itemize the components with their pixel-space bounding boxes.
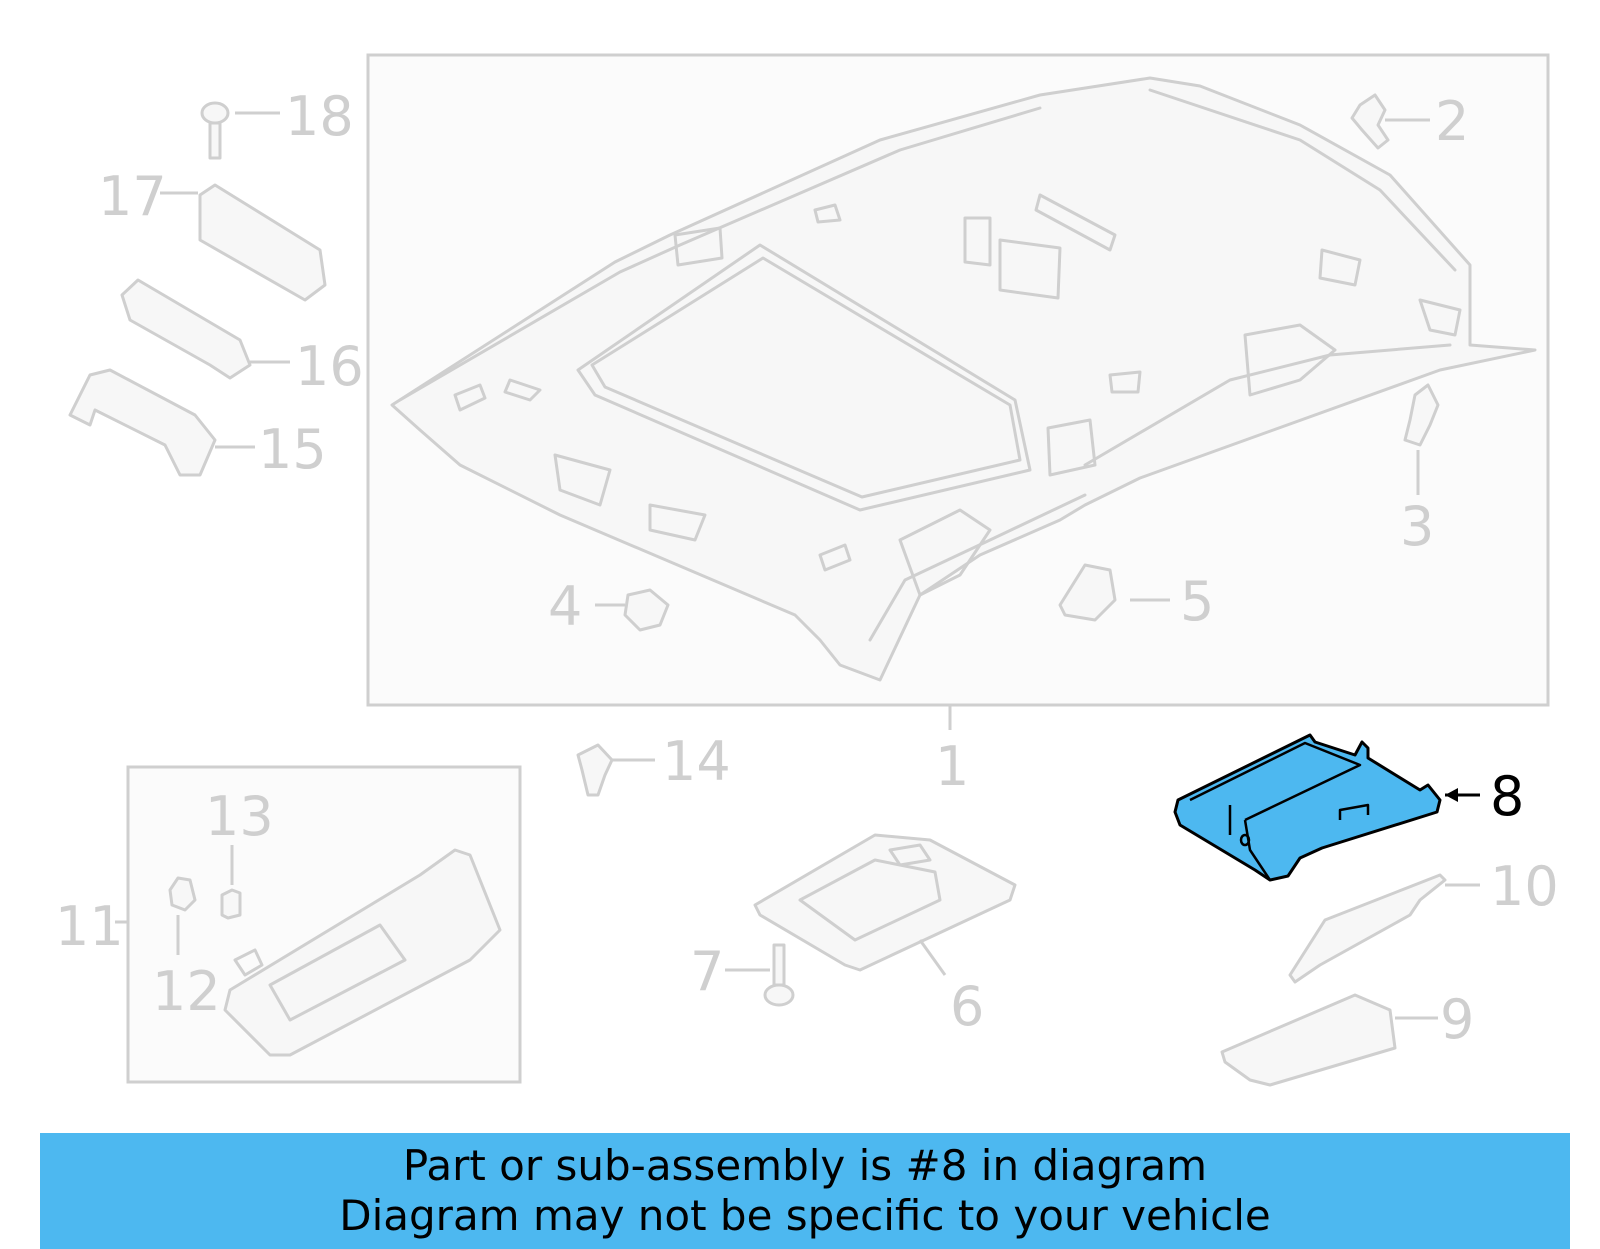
callout-7: 7 bbox=[690, 940, 724, 1003]
clip-part-3[interactable] bbox=[1403, 383, 1440, 447]
callout-14: 14 bbox=[662, 730, 731, 793]
retainer-part-16[interactable] bbox=[120, 278, 252, 380]
headliner-part[interactable] bbox=[390, 76, 1537, 682]
sun-visor-part[interactable] bbox=[223, 848, 502, 1057]
callout-10: 10 bbox=[1490, 855, 1559, 918]
tray-part-9[interactable] bbox=[1220, 993, 1397, 1087]
callout-6: 6 bbox=[950, 975, 984, 1038]
callout-12: 12 bbox=[152, 960, 221, 1023]
callout-16: 16 bbox=[295, 335, 364, 398]
callout-9: 9 bbox=[1440, 988, 1474, 1051]
cover-part-10[interactable] bbox=[1288, 873, 1447, 984]
screw-part-18[interactable] bbox=[200, 101, 230, 160]
banner-line-1: Part or sub-assembly is #8 in diagram bbox=[402, 1141, 1208, 1190]
info-banner: Part or sub-assembly is #8 in diagram Di… bbox=[40, 1133, 1570, 1249]
clip-part-2[interactable] bbox=[1350, 93, 1390, 150]
console-part-8[interactable] bbox=[1173, 733, 1442, 882]
clip-part-4[interactable] bbox=[623, 588, 670, 632]
clip-part-14[interactable] bbox=[576, 743, 614, 797]
callout-18: 18 bbox=[285, 85, 354, 148]
banner-line-2: Diagram may not be specific to your vehi… bbox=[339, 1191, 1271, 1240]
callout-4: 4 bbox=[548, 575, 582, 638]
callout-17: 17 bbox=[98, 165, 167, 228]
clip-part-13[interactable] bbox=[220, 888, 242, 920]
callout-8: 8 bbox=[1490, 765, 1524, 828]
callout-15: 15 bbox=[258, 418, 327, 481]
bracket-part-17[interactable] bbox=[198, 183, 327, 302]
bracket-part-5[interactable] bbox=[1058, 563, 1117, 622]
grab-handle-part-15[interactable] bbox=[68, 368, 217, 477]
callout-2: 2 bbox=[1435, 90, 1469, 153]
callout-11: 11 bbox=[55, 895, 124, 958]
callout-13: 13 bbox=[205, 785, 274, 848]
callout-5: 5 bbox=[1180, 570, 1214, 633]
clip-part-12[interactable] bbox=[168, 876, 197, 912]
bolt-part-7[interactable] bbox=[763, 943, 795, 1007]
map-lamp-part-6[interactable] bbox=[753, 833, 1017, 972]
callout-1: 1 bbox=[935, 735, 969, 798]
callout-3: 3 bbox=[1400, 495, 1434, 558]
